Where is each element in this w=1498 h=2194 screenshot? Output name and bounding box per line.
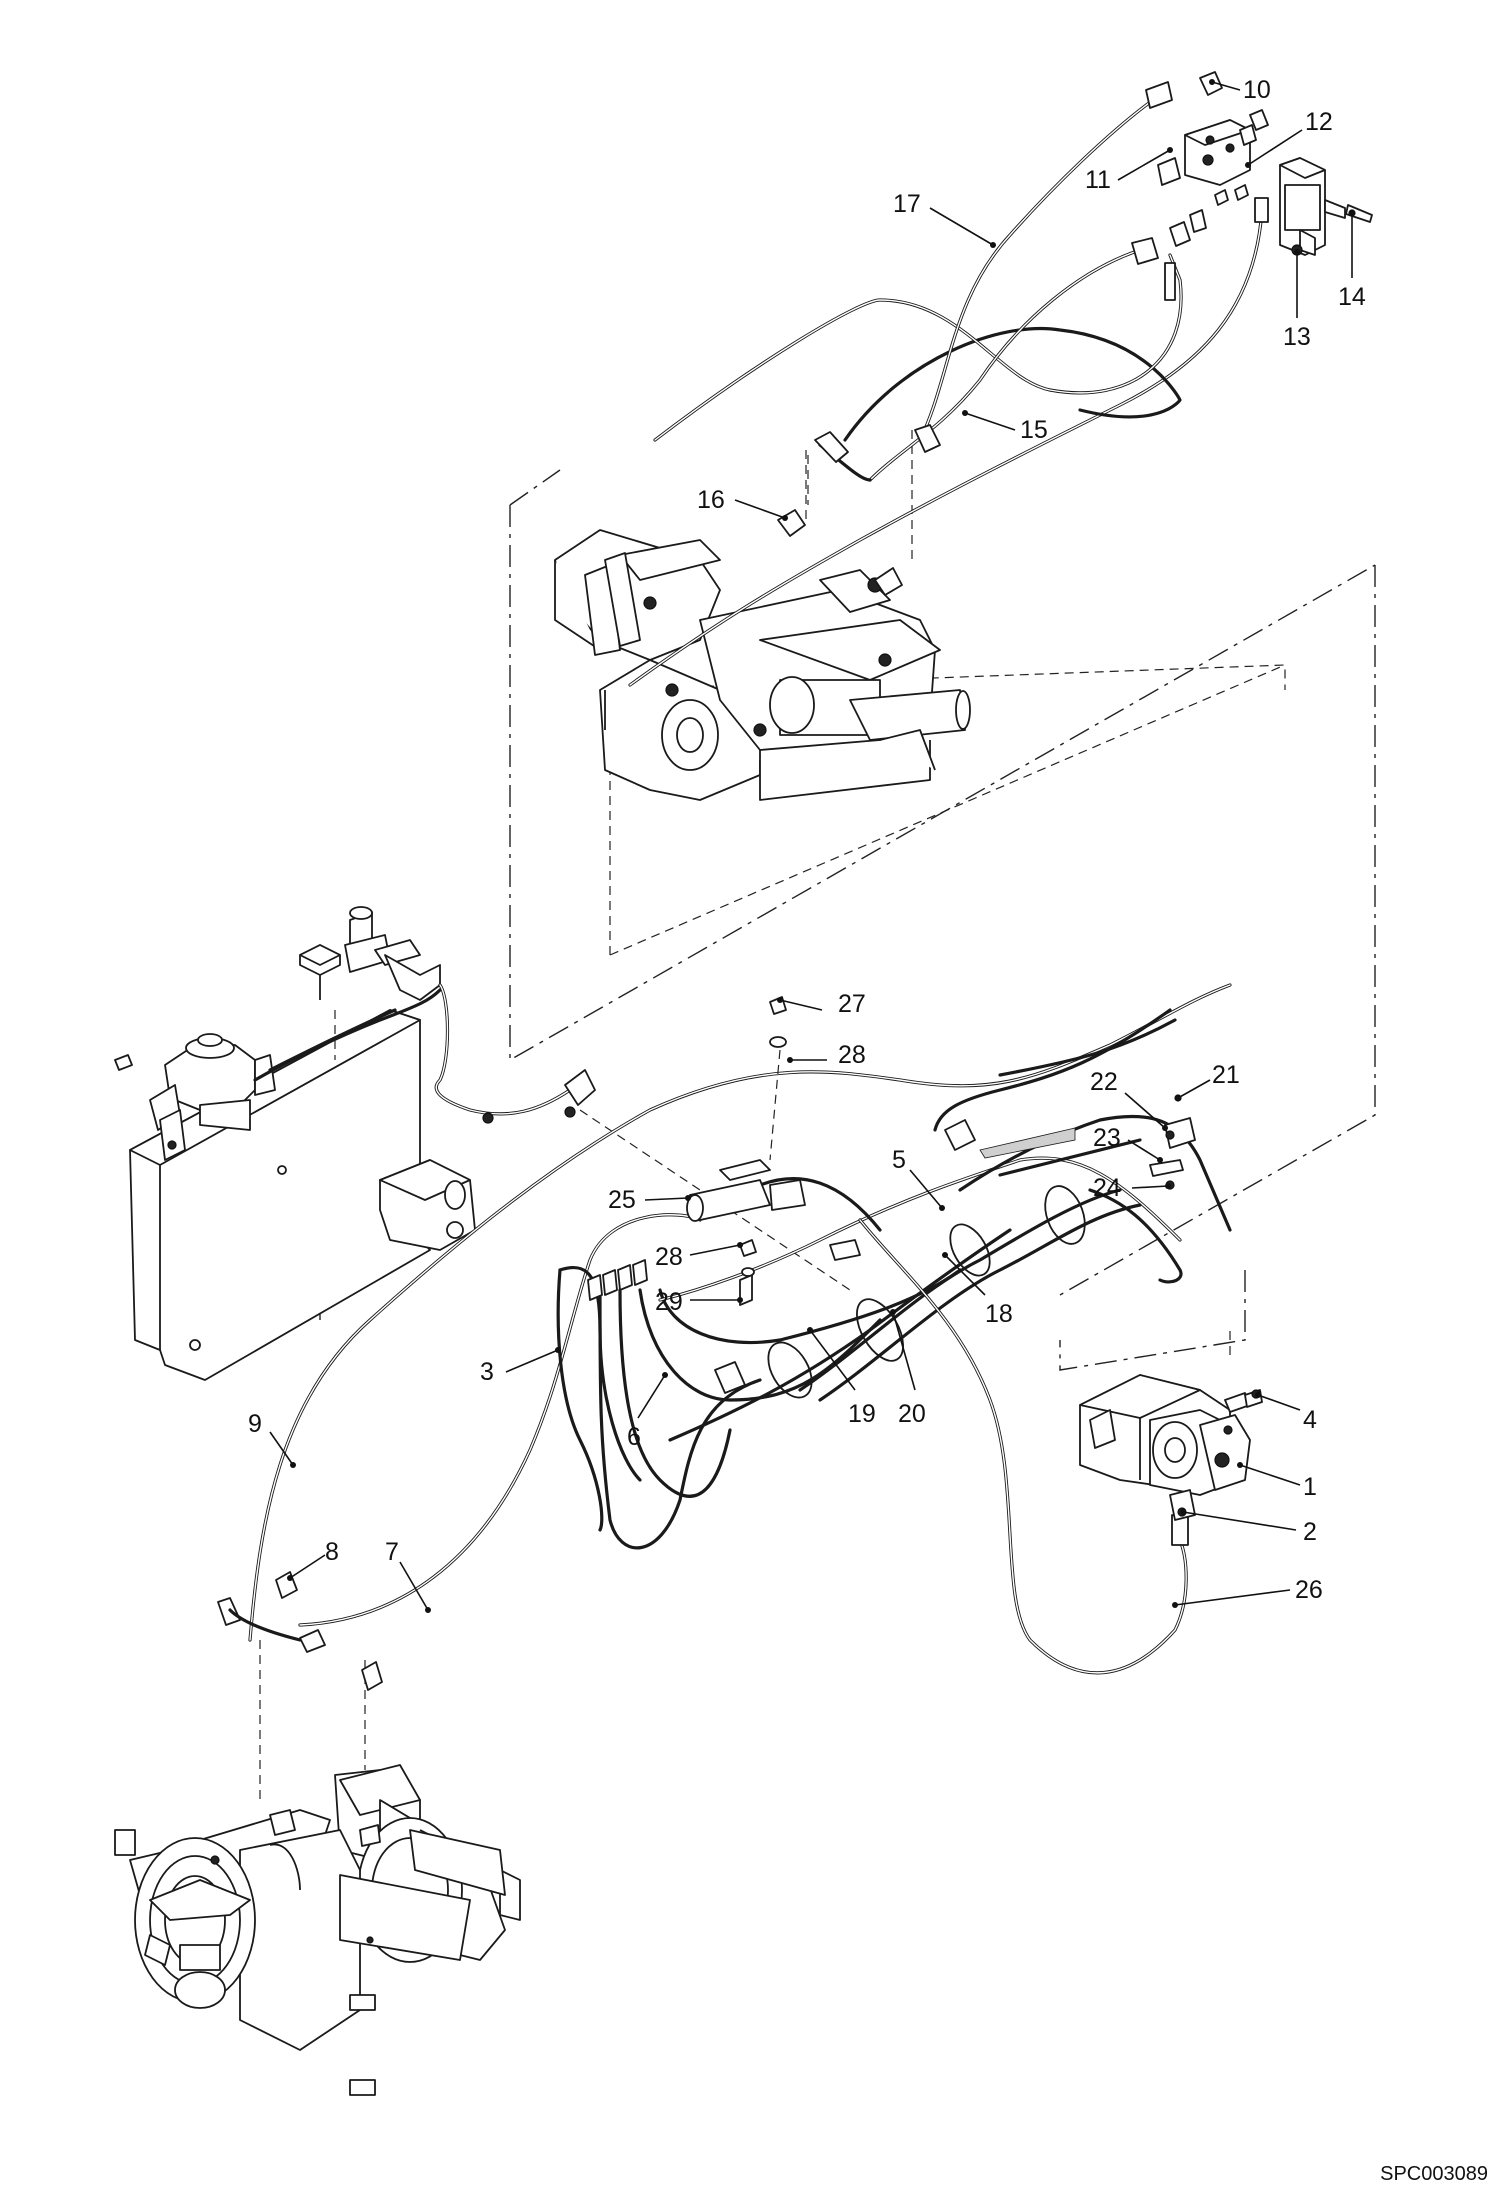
callout-18: 18	[985, 1300, 1013, 1328]
callout-11: 11	[1085, 166, 1111, 194]
callout-24: 24	[1093, 1174, 1121, 1202]
callout-2: 2	[1303, 1518, 1317, 1546]
fittings-16	[777, 455, 903, 596]
callout-28-lower: 28	[655, 1243, 683, 1271]
callout-1: 1	[1303, 1473, 1317, 1501]
bracket-assembly	[933, 1008, 1196, 1190]
callout-29: 29	[655, 1288, 683, 1316]
callout-16: 16	[697, 486, 725, 514]
callout-25: 25	[608, 1186, 636, 1214]
callout-14: 14	[1338, 283, 1366, 311]
axle-assembly	[114, 1571, 521, 2096]
callout-8: 8	[325, 1538, 339, 1566]
callout-10: 10	[1243, 76, 1271, 104]
callout-28-top: 28	[838, 1041, 866, 1069]
drawing-code: SPC003089	[1380, 2163, 1488, 2185]
control-valve-assembly	[554, 529, 971, 801]
callouts: 10 11 12 13 14 15 16 17 27 28 21 22	[248, 76, 1366, 1613]
hydraulic-pump	[1079, 1374, 1263, 1521]
callout-22: 22	[1090, 1068, 1118, 1096]
callout-23: 23	[1093, 1124, 1121, 1152]
callout-13: 13	[1283, 323, 1311, 351]
callout-3: 3	[480, 1358, 494, 1386]
callout-20: 20	[898, 1400, 926, 1428]
callout-9: 9	[248, 1410, 262, 1438]
phantom-outlines	[259, 430, 1376, 1800]
callout-4: 4	[1303, 1406, 1317, 1434]
callout-6: 6	[627, 1423, 641, 1451]
top-hose-bundle	[628, 71, 1373, 687]
callout-15: 15	[1020, 416, 1048, 444]
callout-17: 17	[893, 190, 921, 218]
callout-7: 7	[385, 1538, 399, 1566]
callout-21: 21	[1212, 1061, 1240, 1089]
callout-26: 26	[1295, 1576, 1323, 1604]
callout-19: 19	[848, 1400, 876, 1428]
hydraulic-tank	[114, 906, 851, 1381]
callout-27: 27	[838, 990, 866, 1018]
callout-12: 12	[1305, 108, 1333, 136]
callout-5: 5	[892, 1146, 906, 1174]
